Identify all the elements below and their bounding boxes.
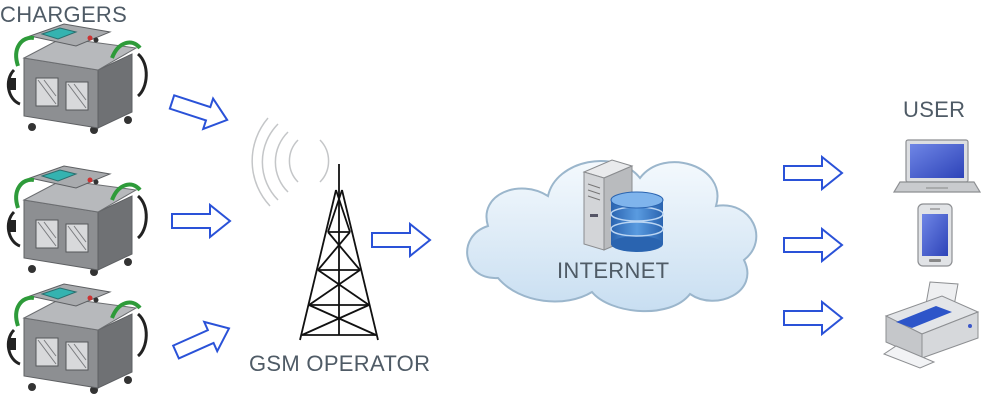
arrow-charger-3-to-tower: [168, 312, 237, 368]
internet-label: INTERNET: [557, 258, 670, 283]
gsm-operator-label: GSM OPERATOR: [249, 351, 431, 376]
database-icon: [610, 191, 664, 252]
charger-unit-icon: [6, 22, 149, 136]
gsm-tower-icon: [299, 164, 379, 341]
smartphone-icon: [917, 203, 953, 267]
arrow-internet-to-printer: [783, 301, 843, 335]
signal-waves-icon: [251, 117, 330, 207]
arrow-internet-to-laptop: [783, 156, 843, 190]
charger-unit-icon: [6, 164, 149, 278]
arrow-internet-to-smartphone: [783, 228, 843, 262]
user-label: USER: [903, 97, 966, 122]
charger-unit-icon: [6, 282, 149, 396]
chargers-label: CHARGERS: [0, 2, 128, 27]
arrow-charger-1-to-tower: [166, 85, 234, 137]
laptop-icon: [892, 139, 982, 193]
printer-icon: [882, 281, 980, 369]
arrow-charger-2-to-tower: [171, 204, 231, 238]
arrow-tower-to-internet: [371, 223, 431, 257]
